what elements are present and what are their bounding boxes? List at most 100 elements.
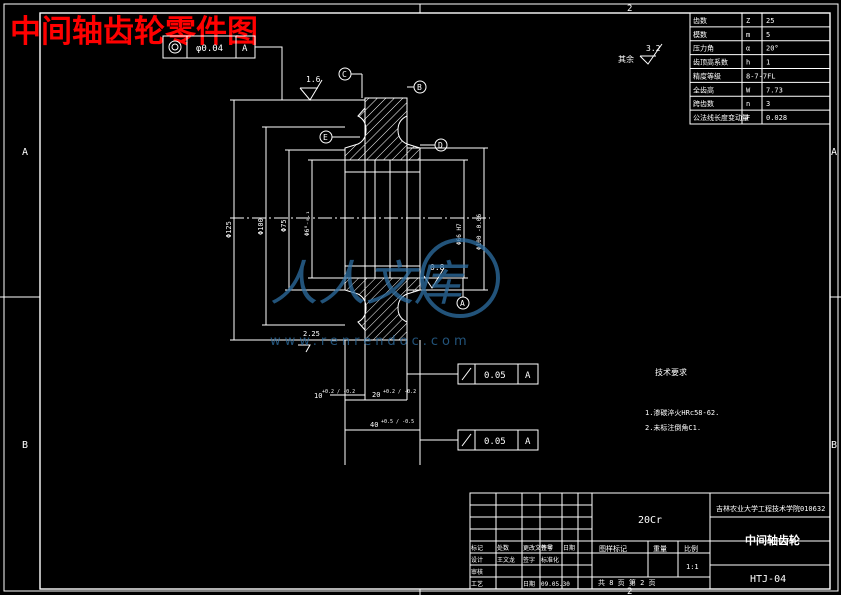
param-value: 0.028	[766, 114, 787, 122]
watermark: 人人文库 www.renrendoc.com	[270, 238, 500, 349]
tb-scale: 1:1	[686, 563, 699, 571]
geo-tolerance-mid: 0.05 A	[407, 363, 539, 385]
param-value: 25	[766, 17, 774, 25]
tech-req-item-1: 1.渗碳淬火HRc58-62.	[645, 408, 719, 417]
dim-w40-tol: +0.5 / -0.5	[381, 419, 414, 425]
param-name: 全齿高	[693, 85, 714, 94]
tech-req-item-2: 2.未标注倒角C1.	[645, 423, 701, 432]
roughness-other: 其余 3.2	[618, 43, 663, 65]
dim-w20-tol: +0.2 / -0.2	[383, 389, 416, 395]
dim-right: Φ66 H7 Φ100 -0.06	[407, 147, 488, 291]
dim-d125: Φ125	[225, 221, 233, 238]
drawing-title: 中间轴齿轮零件图	[10, 14, 258, 50]
param-value: 5	[766, 31, 770, 39]
dim-w40: 40	[370, 421, 378, 429]
title-block-cell: 签字	[541, 544, 553, 552]
runout-icon	[461, 367, 472, 381]
roughness-symbols: 1.6 0.8 2.25	[298, 75, 445, 353]
param-name: 公法线长度变动量	[693, 113, 749, 122]
tb-ratio-label: 比例	[684, 544, 698, 553]
tb-part-name: 中间轴齿轮	[745, 533, 800, 547]
param-symbol: Z	[746, 17, 750, 25]
param-value: 20°	[766, 45, 779, 53]
dim-left: Φ125 Φ100 Φ75 Φ6⁰₋₀.₁	[225, 99, 365, 341]
inner-frame	[39, 12, 831, 590]
roughness-2-25: 2.25	[303, 330, 320, 338]
title-block-cell: 日期	[563, 544, 575, 552]
geo-tolerance-bot: 0.05 A	[420, 429, 539, 451]
dim-right-2: Φ100 -0.06	[476, 213, 483, 250]
param-name: 模数	[693, 30, 707, 39]
tb-material: 20Cr	[638, 515, 662, 526]
title-block-cell: 09.05.30	[541, 581, 570, 588]
title-block-cell: 审核	[471, 568, 483, 576]
title-block-cell: 标准化	[541, 556, 559, 564]
datum-markers: C B E D A	[319, 67, 470, 310]
param-name: 精度等级	[693, 71, 721, 80]
param-symbol: h	[746, 59, 750, 67]
param-name: 压力角	[693, 44, 714, 53]
gear-param-table: 齿数 Z 25 模数 m 5 压力角 α 20° 齿顶高系数 h 1 精度等级 8-7-7FL 全齿高 W 7.…	[689, 12, 831, 125]
dim-d100: Φ100	[257, 218, 265, 235]
param-name: 齿顶高系数	[693, 58, 728, 67]
geo-tol-bot-datum: A	[525, 437, 531, 447]
col-label-bottom: 2	[627, 587, 632, 595]
param-name: 齿数	[693, 16, 707, 25]
title-block-cell: 工艺	[471, 580, 483, 588]
title-block-cell: 标记	[471, 544, 483, 552]
title-block-cell: 设计	[471, 556, 483, 564]
row-label-right-b: B	[831, 440, 837, 451]
tb-sheet: 共 8 页 第 2 页	[598, 578, 656, 587]
param-symbol: m	[746, 31, 750, 39]
param-symbol: 8-7-7FL	[746, 72, 776, 80]
watermark-url: www.renrendoc.com	[270, 334, 471, 349]
runout-icon	[461, 433, 472, 447]
row-label-right-a: A	[831, 147, 837, 158]
geo-tol-bot-value: 0.05	[484, 437, 506, 447]
roughness-0-8: 0.8	[430, 263, 445, 272]
datum-e: E	[323, 133, 328, 142]
geo-tol-top-datum: A	[242, 44, 248, 54]
tb-school: 吉林农业大学工程技术学院010632	[716, 504, 825, 513]
param-value: 3	[766, 100, 770, 108]
geo-tol-mid-value: 0.05	[484, 371, 506, 381]
param-symbol: α	[746, 45, 750, 53]
title-block-cell: 日期	[523, 580, 535, 588]
row-label-left-a: A	[22, 147, 28, 158]
tech-requirements: 技术要求 1.渗碳淬火HRc58-62. 2.未标注倒角C1.	[645, 367, 719, 432]
datum-c: C	[342, 70, 347, 79]
param-name: 跨齿数	[693, 99, 714, 108]
param-symbol: F	[746, 114, 750, 122]
datum-a: A	[460, 299, 465, 308]
gear-section	[344, 97, 421, 355]
dim-widths: 10 +0.2 / -0.2 20 +0.2 / -0.2 40 +0.5 / …	[314, 340, 421, 465]
title-block-cell: 处数	[497, 544, 509, 552]
geo-tol-top-value: φ0.04	[196, 44, 223, 54]
watermark-chars: 人人文库	[270, 256, 469, 312]
roughness-other-value: 3.2	[646, 44, 661, 53]
dim-w10-tol: +0.2 / -0.2	[322, 389, 355, 395]
title-block-cell: 王文龙	[497, 556, 515, 564]
param-value: 7.73	[766, 86, 783, 94]
roughness-other-label: 其余	[618, 54, 634, 64]
dim-w10: 10	[314, 392, 322, 400]
tb-weight-label: 重量	[653, 545, 667, 553]
dim-bore: Φ6⁰₋₀.₁	[304, 211, 311, 236]
title-block-cell: 更改文件号	[523, 544, 553, 552]
tb-drawing-no: HTJ-04	[750, 574, 786, 585]
col-label-top: 2	[627, 4, 632, 14]
tech-req-heading: 技术要求	[655, 367, 687, 377]
dim-right-1: Φ66 H7	[456, 223, 463, 245]
param-symbol: W	[746, 86, 751, 94]
roughness-1-6: 1.6	[306, 75, 321, 84]
dim-w20: 20	[372, 391, 380, 399]
datum-d: D	[438, 141, 443, 150]
geo-tol-mid-datum: A	[525, 371, 531, 381]
concentricity-icon	[168, 40, 182, 54]
param-symbol: n	[746, 100, 750, 108]
param-value: 1	[766, 59, 770, 67]
title-block-cell: 签字	[523, 556, 535, 564]
dim-d75: Φ75	[280, 219, 288, 232]
